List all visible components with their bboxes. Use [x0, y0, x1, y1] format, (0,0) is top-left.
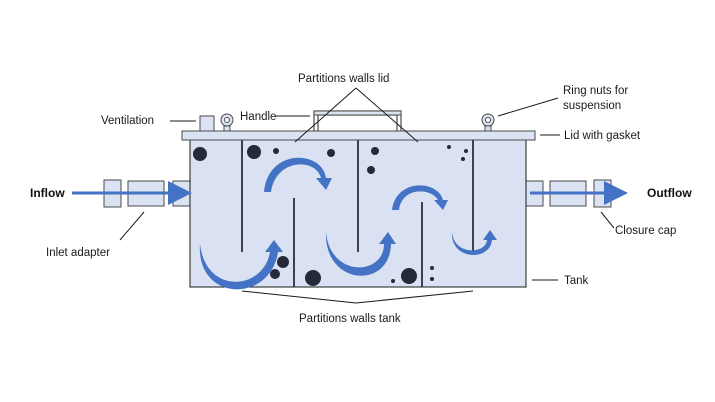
leader-partitions-tank-left — [241, 290, 357, 304]
lid-with-gasket — [181, 130, 536, 141]
particle — [430, 266, 434, 270]
particle — [367, 166, 375, 174]
ventilation-vent — [199, 115, 215, 132]
particle — [464, 149, 468, 153]
particle — [273, 148, 279, 154]
label-handle: Handle — [240, 111, 276, 123]
flow-arrow-u-1 — [199, 240, 283, 290]
leader-partitions-tank-right — [355, 290, 474, 304]
label-partitions-walls-tank: Partitions walls tank — [299, 313, 401, 325]
label-ring-nuts-line1: Ring nuts for — [563, 85, 628, 97]
label-lid-with-gasket: Lid with gasket — [564, 130, 641, 142]
label-inlet-adapter: Inlet adapter — [46, 247, 110, 259]
particle — [305, 270, 321, 286]
particle — [430, 277, 434, 281]
flow-arrow-arch-2 — [392, 185, 448, 210]
flow-arrow-u-2 — [325, 232, 396, 276]
leader-closure-cap — [600, 211, 615, 229]
label-partitions-walls-lid: Partitions walls lid — [298, 73, 389, 85]
particle — [270, 269, 280, 279]
particle — [277, 256, 289, 268]
label-closure-cap: Closure cap — [615, 225, 676, 237]
particle — [327, 149, 335, 157]
leader-partitions-lid-left — [294, 87, 357, 143]
particle — [391, 279, 395, 283]
particle — [447, 145, 451, 149]
leader-partitions-lid-right — [355, 87, 419, 143]
particle — [371, 147, 379, 155]
particle — [401, 268, 417, 284]
particle — [461, 157, 465, 161]
label-ventilation: Ventilation — [101, 115, 154, 127]
ring-nut-left — [220, 113, 234, 132]
particle — [193, 147, 207, 161]
label-inflow: Inflow — [30, 186, 65, 200]
particle — [247, 145, 261, 159]
flow-arrow-u-3 — [451, 230, 497, 255]
label-outflow: Outflow — [647, 186, 692, 200]
label-tank: Tank — [564, 275, 589, 287]
label-ring-nuts-line2: suspension — [563, 100, 621, 112]
ring-nut-right — [481, 113, 495, 132]
flow-arrow-arch-1 — [264, 157, 332, 192]
leader-ring-nuts — [497, 97, 559, 117]
leader-inlet-adapter — [119, 211, 145, 241]
